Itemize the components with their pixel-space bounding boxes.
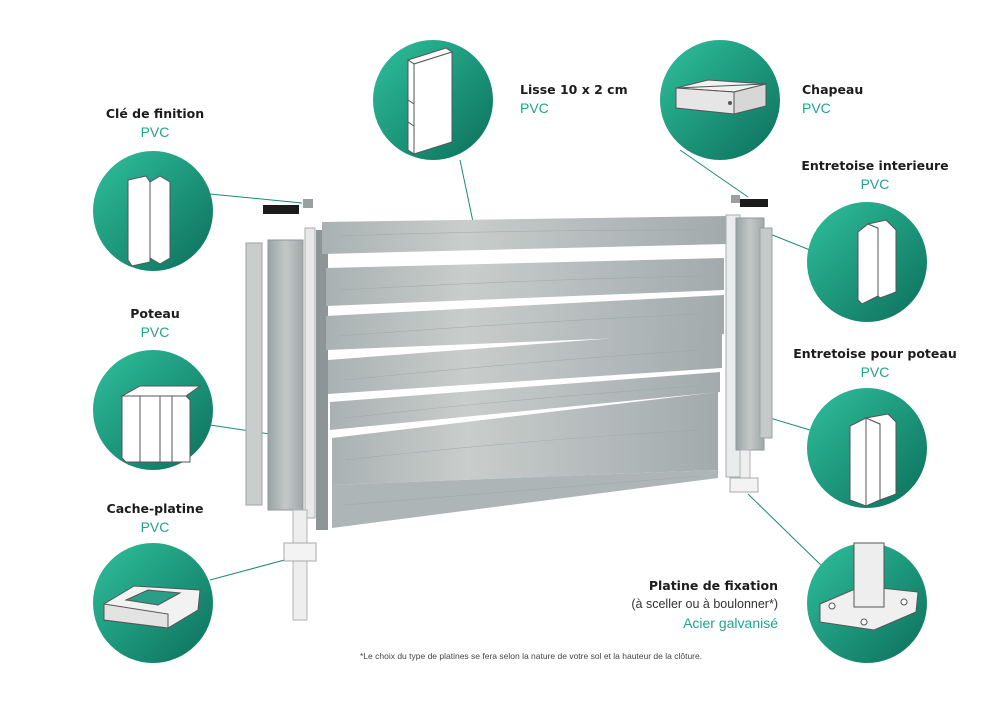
label-chapeau: Chapeau PVC <box>802 80 922 118</box>
lisse-circle <box>373 40 493 160</box>
label-cle-finition: Clé de finition PVC <box>80 104 230 142</box>
base-plate-icon <box>819 542 919 631</box>
leader-lines <box>209 149 827 581</box>
post-spacer-icon <box>849 413 897 507</box>
cache-platine-name: Cache-platine <box>106 501 204 516</box>
entretoise-poteau-material: PVC <box>860 364 890 380</box>
cle-finition-circle <box>93 151 213 271</box>
label-entretoise-poteau: Entretoise pour poteau PVC <box>780 344 970 382</box>
poteau-circle <box>93 350 213 470</box>
footnote: *Le choix du type de platines se fera se… <box>360 651 703 661</box>
label-platine: Platine de fixation (à sceller ou à boul… <box>560 576 778 633</box>
cap-icon <box>675 79 767 115</box>
entretoise-poteau-name: Entretoise pour poteau <box>793 346 957 361</box>
cle-finition-material: PVC <box>140 124 170 140</box>
platine-note: (à sceller ou à boulonner*) <box>631 597 778 611</box>
fence-boards <box>322 216 726 528</box>
fence-illustration <box>245 195 773 621</box>
lisse-name: Lisse 10 x 2 cm <box>520 82 628 97</box>
chapeau-circle <box>660 40 780 160</box>
rail-icon <box>406 47 454 155</box>
plate-cover-icon <box>103 585 201 629</box>
platine-circle <box>807 542 927 663</box>
label-entretoise-interieure: Entretoise interieure PVC <box>790 156 960 194</box>
entretoise-interieure-name: Entretoise interieure <box>801 158 949 173</box>
entretoise-interieure-circle <box>807 202 927 322</box>
entretoise-interieure-material: PVC <box>860 176 890 192</box>
platine-material: Acier galvanisé <box>683 615 778 631</box>
chapeau-name: Chapeau <box>802 82 864 97</box>
platine-name: Platine de fixation <box>648 578 778 593</box>
finishing-key-icon <box>127 175 171 267</box>
label-lisse: Lisse 10 x 2 cm PVC <box>520 80 680 118</box>
lisse-material: PVC <box>520 100 549 116</box>
poteau-material: PVC <box>140 324 170 340</box>
label-poteau: Poteau PVC <box>80 304 230 342</box>
entretoise-poteau-circle <box>807 388 927 508</box>
post-icon <box>120 385 202 463</box>
chapeau-material: PVC <box>802 100 831 116</box>
inner-spacer-icon <box>857 219 897 305</box>
poteau-name: Poteau <box>130 306 180 321</box>
cache-platine-circle <box>93 543 213 663</box>
cle-finition-name: Clé de finition <box>105 106 205 121</box>
label-cache-platine: Cache-platine PVC <box>80 499 230 537</box>
cache-platine-material: PVC <box>140 519 170 535</box>
